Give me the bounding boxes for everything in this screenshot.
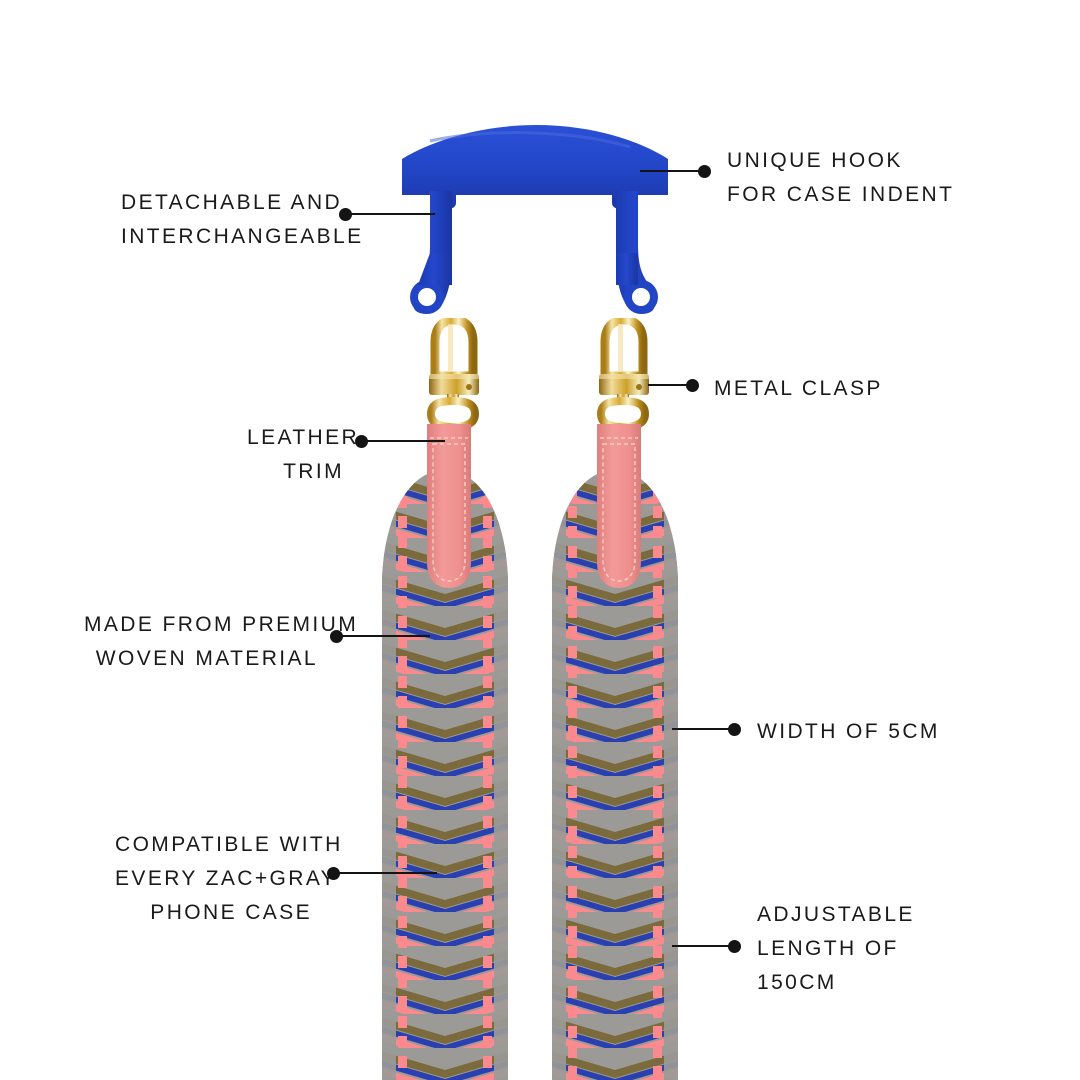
leader-line-leather-trim bbox=[365, 440, 445, 442]
leader-dot-compatible bbox=[327, 866, 340, 880]
callout-line: UNIQUE HOOK bbox=[727, 149, 903, 172]
callout-line: INTERCHANGEABLE bbox=[121, 225, 364, 248]
callout-label-detachable: DETACHABLE AND INTERCHANGEABLE bbox=[121, 186, 364, 254]
callout-label-leather-trim: LEATHER TRIM bbox=[247, 421, 360, 489]
callout-label-metal-clasp: METAL CLASP bbox=[714, 372, 883, 406]
leader-line-adjustable bbox=[672, 945, 734, 947]
callout-label-unique-hook: UNIQUE HOOK FOR CASE INDENT bbox=[727, 144, 954, 212]
leather-right-svg bbox=[597, 424, 641, 588]
leader-dot-detachable bbox=[339, 207, 352, 221]
callout-label-width: WIDTH OF 5CM bbox=[757, 715, 940, 749]
callout-line: 150CM bbox=[757, 971, 837, 994]
hook-svg bbox=[402, 125, 668, 314]
callout-line: METAL CLASP bbox=[714, 377, 883, 400]
callout-label-woven-material: MADE FROM PREMIUM WOVEN MATERIAL bbox=[84, 608, 359, 676]
leader-line-woven-material bbox=[340, 635, 430, 637]
metal-clasp-left bbox=[415, 315, 493, 432]
callout-line: COMPATIBLE WITH bbox=[115, 833, 343, 856]
callout-line: FOR CASE INDENT bbox=[727, 183, 955, 206]
callout-line: WIDTH OF 5CM bbox=[757, 720, 940, 743]
clasp-right-svg bbox=[596, 315, 650, 432]
unique-hook-graphic bbox=[390, 125, 680, 315]
callout-line: WOVEN MATERIAL bbox=[95, 647, 318, 670]
metal-clasp-right bbox=[585, 315, 663, 432]
callout-line: PHONE CASE bbox=[150, 901, 312, 924]
leader-dot-width bbox=[728, 722, 741, 736]
leader-dot-metal-clasp bbox=[686, 378, 699, 392]
callout-line: MADE FROM PREMIUM bbox=[84, 613, 359, 636]
leader-dot-woven-material bbox=[330, 629, 343, 643]
callout-line: LENGTH OF bbox=[757, 937, 899, 960]
leader-dot-unique-hook bbox=[698, 164, 711, 178]
callout-label-compatible: COMPATIBLE WITH EVERY ZAC+GRAY PHONE CASE bbox=[115, 828, 343, 930]
callout-line: DETACHABLE AND bbox=[121, 191, 343, 214]
callout-line: TRIM bbox=[283, 460, 344, 483]
leader-line-compatible bbox=[337, 872, 437, 874]
leather-trim-right bbox=[594, 424, 644, 590]
leader-line-detachable bbox=[349, 213, 435, 215]
leader-line-width bbox=[672, 728, 734, 730]
leather-trim-left bbox=[424, 424, 474, 590]
leader-line-unique-hook bbox=[640, 170, 704, 172]
clasp-left-svg bbox=[426, 315, 480, 432]
leader-dot-leather-trim bbox=[355, 434, 368, 448]
leader-dot-adjustable bbox=[728, 939, 741, 953]
callout-line: LEATHER bbox=[247, 426, 360, 449]
leader-line-metal-clasp bbox=[648, 384, 692, 386]
callout-line: EVERY ZAC+GRAY bbox=[115, 867, 338, 890]
callout-label-adjustable: ADJUSTABLE LENGTH OF 150CM bbox=[757, 898, 915, 1000]
callout-line: ADJUSTABLE bbox=[757, 903, 915, 926]
leather-left-svg bbox=[427, 424, 471, 588]
